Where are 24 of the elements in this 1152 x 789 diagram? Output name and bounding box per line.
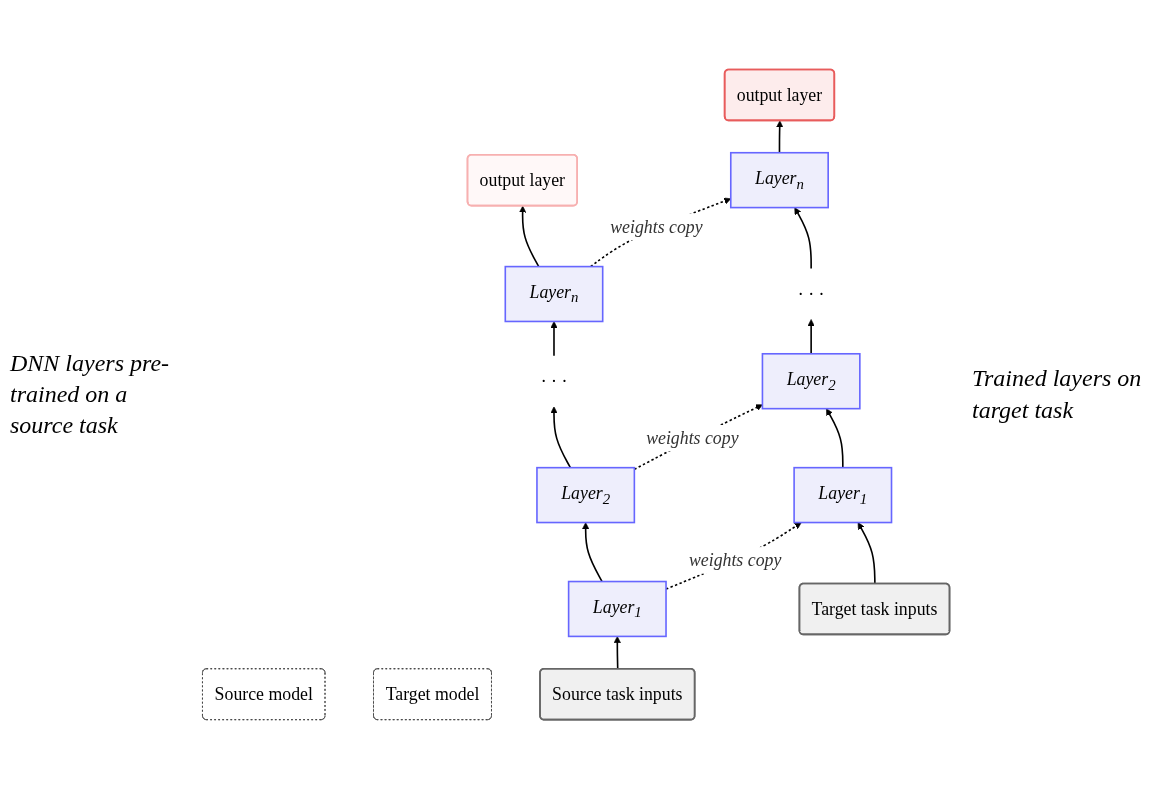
- arrow: [633, 404, 763, 471]
- arrow: [794, 207, 812, 270]
- arrow: [807, 319, 815, 355]
- edge-label: weights copy: [610, 216, 703, 237]
- arrow: [519, 205, 540, 268]
- bracket-note: DNN layers pre-trained on a source task: [10, 348, 171, 441]
- node-box: Layer$_{2}$: [536, 466, 636, 524]
- node-text: · · ·: [540, 371, 568, 392]
- bracket-note: Trained layers on target task: [972, 364, 1142, 425]
- arrow: [776, 120, 784, 154]
- node-box: Layer$_{n}$: [504, 265, 604, 323]
- node-box: Layer$_{1}$: [567, 580, 667, 638]
- arrow: [857, 522, 876, 585]
- arrow: [826, 408, 844, 469]
- edge-label: weights copy: [646, 427, 739, 449]
- node-box: Layer$_{2}$: [761, 352, 861, 410]
- arrow: [613, 636, 621, 670]
- node-text: · · ·: [797, 283, 825, 305]
- arrow: [582, 522, 603, 583]
- arrow: [550, 406, 572, 469]
- arrow: [550, 321, 558, 357]
- node-box: Layer$_{n}$: [729, 151, 829, 209]
- node-box: Layer$_{1}$: [793, 466, 893, 524]
- edge-label: weights copy: [688, 550, 782, 571]
